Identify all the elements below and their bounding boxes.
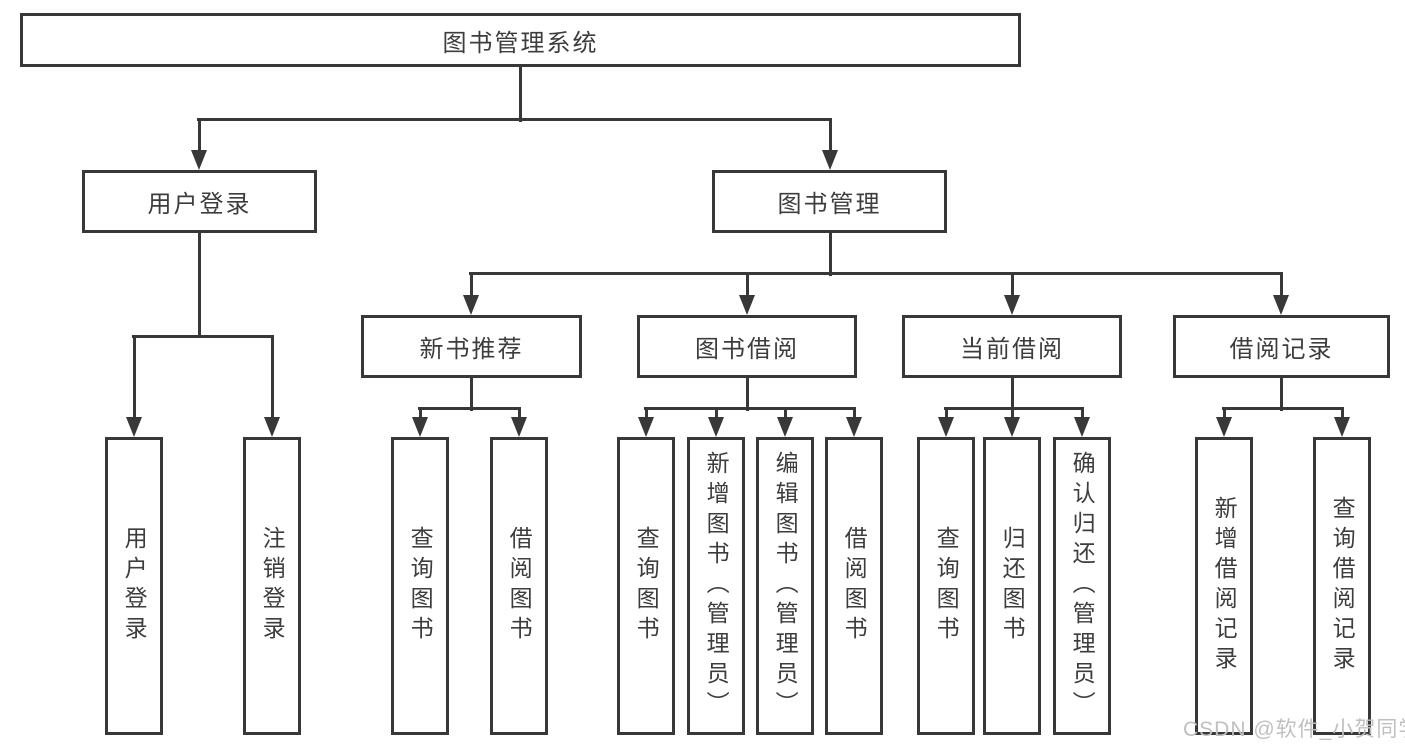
diagram-node-leaf-query-a: 查询图书 (391, 437, 449, 735)
diagram-node-leaf-borrow-a: 借阅图书 (490, 437, 548, 735)
arrow-head-icon (739, 295, 755, 315)
diagram-node-book-borrow: 图书借阅 (637, 315, 857, 378)
node-label-new-books: 新书推荐 (419, 336, 524, 363)
diagram-node-root: 图书管理系统 (20, 13, 1021, 67)
connector-stub (745, 378, 749, 411)
diagram-node-book-mgmt: 图书管理 (712, 170, 947, 233)
diagram-node-leaf-query-c: 查询图书 (917, 437, 975, 735)
diagram-node-leaf-add-record: 新增借阅记录 (1195, 437, 1253, 735)
connector-stub (469, 378, 473, 411)
arrow-shaft (783, 408, 787, 419)
node-label-leaf-confirm: 确认归还（管理员） (1069, 451, 1096, 721)
arrow-shaft (517, 408, 521, 419)
node-label-leaf-logout: 注销登录 (259, 526, 286, 646)
arrow-shaft (1010, 273, 1014, 297)
arrow-shaft (714, 408, 718, 419)
arrow-head-icon (463, 295, 479, 315)
node-label-current-borrow: 当前借阅 (960, 336, 1064, 363)
diagram-node-current-borrow: 当前借阅 (902, 315, 1122, 378)
connector-stub (1279, 378, 1283, 411)
node-label-user-login: 用户登录 (147, 191, 252, 218)
node-label-leaf-edit-book: 编辑图书（管理员） (772, 451, 799, 721)
arrow-shaft (644, 408, 648, 419)
arrow-head-icon (1216, 417, 1232, 437)
connector-stub (197, 233, 201, 338)
node-label-leaf-borrow-b: 借阅图书 (841, 526, 868, 646)
connector-rail (418, 406, 521, 410)
csdn-watermark: CSDN @软件_小贺同学 (1183, 718, 1405, 741)
diagram-node-leaf-edit-book: 编辑图书（管理员） (756, 437, 814, 735)
connector-rail (944, 406, 1084, 410)
node-label-borrow-records: 借阅记录 (1229, 336, 1334, 363)
connector-rail (469, 271, 1283, 275)
node-label-root: 图书管理系统 (442, 29, 599, 57)
node-label-leaf-query-a: 查询图书 (407, 526, 434, 646)
arrow-shaft (132, 336, 136, 419)
arrow-shaft (944, 408, 948, 419)
node-label-leaf-query-record: 查询借阅记录 (1329, 496, 1356, 676)
diagram-node-leaf-query-b: 查询图书 (617, 437, 675, 735)
arrow-shaft (1279, 273, 1283, 297)
arrow-head-icon (191, 150, 207, 170)
diagram-node-leaf-confirm: 确认归还（管理员） (1053, 437, 1111, 735)
arrow-head-icon (638, 417, 654, 437)
arrow-shaft (469, 273, 473, 297)
arrow-shaft (828, 119, 832, 152)
arrow-shaft (197, 119, 201, 152)
diagram-node-borrow-records: 借阅记录 (1173, 315, 1390, 378)
node-label-leaf-query-b: 查询图书 (633, 526, 660, 646)
arrow-head-icon (1004, 295, 1020, 315)
connector-rail (132, 334, 274, 338)
diagram-node-leaf-add-book: 新增图书（管理员） (687, 437, 745, 735)
node-label-book-borrow: 图书借阅 (695, 336, 799, 363)
diagram-node-leaf-borrow-b: 借阅图书 (825, 437, 883, 735)
arrow-shaft (270, 336, 274, 419)
arrow-head-icon (1004, 417, 1020, 437)
diagram-node-leaf-return: 归还图书 (983, 437, 1041, 735)
arrow-head-icon (126, 417, 142, 437)
diagram-node-user-login: 用户登录 (82, 170, 317, 233)
connector-rail (197, 117, 832, 121)
arrow-head-icon (846, 417, 862, 437)
connector-stub (518, 67, 522, 122)
arrow-head-icon (511, 417, 527, 437)
arrow-head-icon (264, 417, 280, 437)
arrow-head-icon (938, 417, 954, 437)
node-label-book-mgmt: 图书管理 (777, 191, 882, 218)
arrow-head-icon (1273, 295, 1289, 315)
arrow-head-icon (1074, 417, 1090, 437)
arrow-shaft (1340, 408, 1344, 419)
arrow-shaft (1222, 408, 1226, 419)
arrow-head-icon (708, 417, 724, 437)
node-label-leaf-user-login: 用户登录 (121, 526, 148, 646)
connector-stub (828, 233, 832, 276)
diagram-node-leaf-logout: 注销登录 (243, 437, 301, 735)
connector-stub (1010, 378, 1014, 411)
node-label-leaf-add-book: 新增图书（管理员） (703, 451, 730, 721)
node-label-leaf-query-c: 查询图书 (933, 526, 960, 646)
diagram-node-new-books: 新书推荐 (361, 315, 582, 378)
connector-rail (1222, 406, 1344, 410)
arrow-head-icon (1334, 417, 1350, 437)
arrow-shaft (852, 408, 856, 419)
node-label-leaf-borrow-a: 借阅图书 (506, 526, 533, 646)
arrow-shaft (1010, 408, 1014, 419)
node-label-leaf-add-record: 新增借阅记录 (1211, 496, 1238, 676)
arrow-shaft (418, 408, 422, 419)
arrow-shaft (1080, 408, 1084, 419)
connector-rail (644, 406, 856, 410)
arrow-head-icon (777, 417, 793, 437)
arrow-head-icon (412, 417, 428, 437)
diagram-node-leaf-user-login: 用户登录 (105, 437, 163, 735)
arrow-shaft (745, 273, 749, 297)
arrow-head-icon (822, 150, 838, 170)
diagram-node-leaf-query-record: 查询借阅记录 (1313, 437, 1371, 735)
node-label-leaf-return: 归还图书 (999, 526, 1026, 646)
